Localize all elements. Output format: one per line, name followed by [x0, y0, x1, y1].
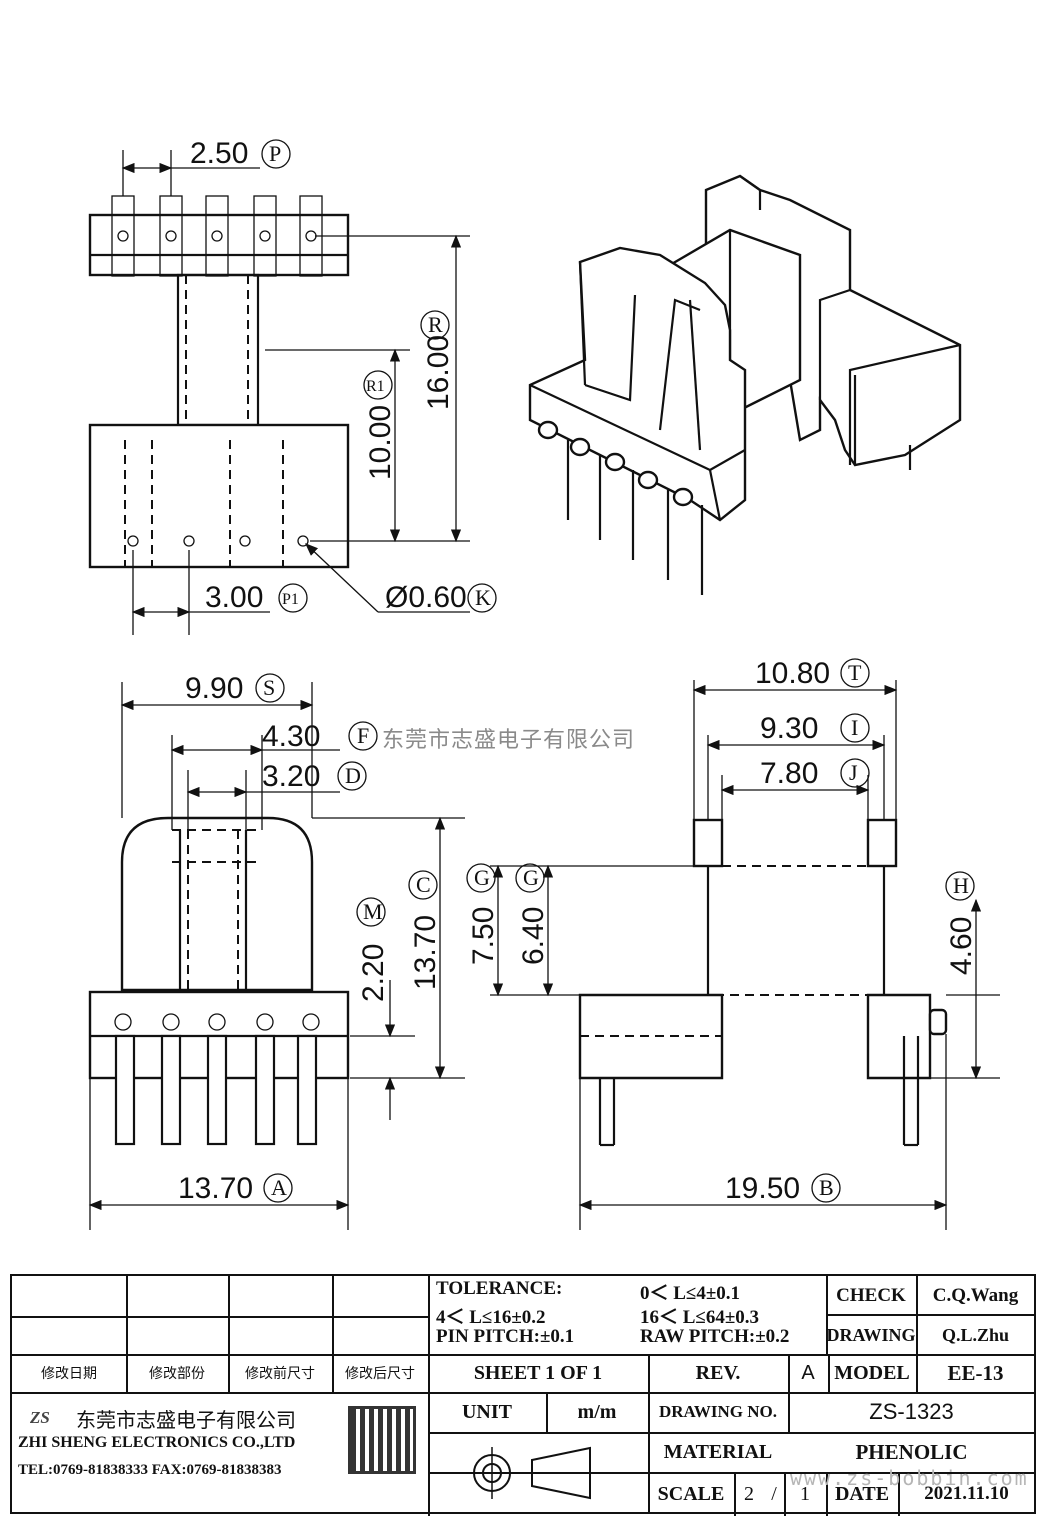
- model-label: MODEL: [834, 1361, 910, 1384]
- isometric-view: [528, 174, 962, 595]
- projection-symbol-icon: [466, 1446, 591, 1500]
- side-view: [490, 680, 1000, 1230]
- watermark: 东莞市志盛电子有限公司: [382, 728, 636, 753]
- tag-c: C: [416, 872, 431, 897]
- technical-drawing: 2.50 P 16.00 R 10.00 R1 3.00 P1 Ø0.60 K …: [88, 137, 1000, 1230]
- dim-a: 13.70: [178, 1172, 253, 1205]
- tolerance-1: 0＜ L≤4±0.1: [640, 1283, 741, 1304]
- tag-p: P: [269, 141, 281, 166]
- dim-m: 2.20: [357, 944, 390, 1002]
- dim-s: 9.90: [185, 672, 243, 705]
- tag-d: D: [345, 763, 361, 788]
- tolerance-label: TOLERANCE:: [436, 1278, 563, 1299]
- check-value: C.Q.Wang: [932, 1285, 1019, 1306]
- tag-b: B: [819, 1175, 834, 1200]
- tag-s: S: [263, 675, 275, 700]
- check-label: CHECK: [836, 1285, 906, 1306]
- tolerance-2: 4＜ L≤16±0.2: [436, 1307, 546, 1328]
- tag-m: M: [363, 899, 383, 924]
- scale-sep: /: [771, 1482, 777, 1505]
- model-value: EE-13: [947, 1360, 1004, 1385]
- dim-r: 16.00: [422, 335, 455, 410]
- watermark-url: www.zs-bobbin.com: [790, 1466, 1029, 1490]
- scale-label: SCALE: [657, 1482, 725, 1505]
- company-logo: ZS: [30, 1408, 50, 1427]
- tag-h: H: [953, 873, 969, 898]
- dim-i: 9.30: [760, 712, 818, 745]
- tag-g2: G: [523, 865, 539, 890]
- top-view: [88, 150, 470, 635]
- dim-r1: 10.00: [364, 405, 397, 480]
- dim-t: 10.80: [755, 657, 830, 690]
- dim-p: 2.50: [190, 137, 248, 170]
- company-contact: TEL:0769-81838333 FAX:0769-81838383: [18, 1462, 282, 1478]
- tag-g1: G: [474, 865, 490, 890]
- material-value: PHENOLIC: [855, 1439, 968, 1464]
- date-label: DATE: [834, 1482, 890, 1505]
- dim-p1: 3.00: [205, 581, 263, 614]
- raw-pitch: RAW PITCH:±0.2: [640, 1326, 790, 1347]
- date-value: 2021.11.10: [924, 1483, 1009, 1504]
- sheet: SHEET 1 OF 1: [473, 1361, 603, 1384]
- rev-label: REV.: [695, 1361, 741, 1384]
- scale-num: 2: [744, 1482, 754, 1505]
- tag-t: T: [848, 660, 862, 685]
- tag-p1: P1: [282, 591, 299, 608]
- rev-col-date: 修改日期: [41, 1366, 97, 1382]
- dimension-labels: 2.50 P 16.00 R 10.00 R1 3.00 P1 Ø0.60 K …: [178, 137, 978, 1205]
- dim-d: 3.20: [262, 760, 320, 793]
- dim-k: Ø0.60: [385, 581, 467, 614]
- drawing-value: Q.L.Zhu: [941, 1324, 1010, 1345]
- drawing-label: DRAWING: [826, 1324, 916, 1345]
- tag-a: A: [271, 1175, 287, 1200]
- dim-c: 13.70: [409, 915, 442, 990]
- scale-den: 1: [800, 1482, 810, 1505]
- tag-r: R: [428, 312, 443, 337]
- title-block: TOLERANCE: 0＜ L≤4±0.1 4＜ L≤16±0.2 16＜ L≤…: [10, 1274, 1036, 1516]
- pin-pitch: PIN PITCH:±0.1: [436, 1326, 575, 1347]
- tag-f: F: [357, 723, 369, 748]
- drawing-no-label: DRAWING NO.: [658, 1402, 778, 1421]
- tag-k: K: [475, 585, 491, 610]
- dim-j: 7.80: [760, 757, 818, 790]
- company-name-cn: 东莞市志盛电子有限公司: [76, 1408, 296, 1432]
- tag-r1: R1: [366, 378, 385, 395]
- front-view: [88, 682, 465, 1230]
- rev-col-part: 修改部份: [149, 1366, 205, 1382]
- dim-b: 19.50: [725, 1172, 800, 1205]
- company-name-en: ZHI SHENG ELECTRONICS CO.,LTD: [18, 1434, 296, 1451]
- tolerance-3: 16＜ L≤64±0.3: [640, 1307, 760, 1328]
- dim-g2: 6.40: [517, 907, 550, 965]
- unit-value: m/m: [577, 1400, 617, 1423]
- material-label: MATERIAL: [663, 1440, 773, 1463]
- rev-col-before: 修改前尺寸: [245, 1366, 315, 1382]
- dim-f: 4.30: [262, 720, 320, 753]
- unit-label: UNIT: [461, 1400, 512, 1423]
- drawing-no-value: ZS-1323: [869, 1399, 954, 1424]
- tag-i: I: [851, 715, 858, 740]
- rev-value: A: [801, 1361, 815, 1384]
- rev-col-after: 修改后尺寸: [345, 1366, 415, 1382]
- qr-code: [348, 1406, 416, 1474]
- dim-h: 4.60: [945, 917, 978, 975]
- dim-g1: 7.50: [467, 907, 500, 965]
- tag-j: J: [849, 760, 858, 785]
